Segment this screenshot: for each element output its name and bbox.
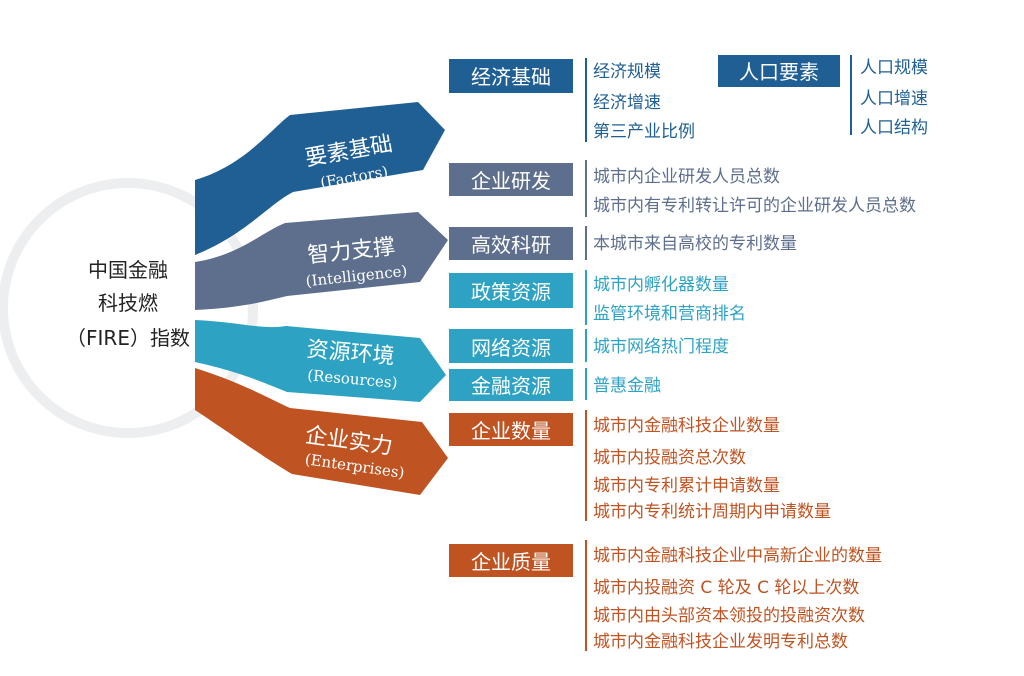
group-qual-box <box>449 544 573 577</box>
group-qty-box <box>449 413 573 446</box>
center-line-3: （FIRE）指数 <box>66 326 190 350</box>
group-policy-item: 监管环境和营商排名 <box>593 304 746 324</box>
group-net-item: 城市网络热门程度 <box>593 337 729 357</box>
group-sci-label: 高效科研 <box>471 233 551 257</box>
group-qual-item: 城市内金融科技企业发明专利总数 <box>593 632 848 652</box>
group-sci: 高效科研 本城市来自高校的专利数量 <box>449 226 797 260</box>
center-node: 中国金融 科技燃 （FIRE）指数 <box>0 178 258 438</box>
group-pop: 人口要素 人口规模 人口增速 人口结构 <box>718 55 928 138</box>
group-fin-box <box>449 369 573 401</box>
branch-resources-arrow <box>195 320 446 402</box>
group-qual-label: 企业质量 <box>471 550 551 574</box>
group-rd-item: 城市内企业研发人员总数 <box>593 167 780 187</box>
group-sci-item: 本城市来自高校的专利数量 <box>593 234 797 254</box>
group-policy: 政策资源 城市内孵化器数量 监管环境和营商排名 <box>449 270 746 325</box>
group-qty-item: 城市内投融资总次数 <box>593 448 746 468</box>
group-econ-item: 第三产业比例 <box>593 122 695 142</box>
branch-factors-arrow <box>195 102 445 255</box>
group-policy-item: 城市内孵化器数量 <box>593 275 729 295</box>
group-rd: 企业研发 城市内企业研发人员总数 城市内有专利转让许可的企业研发人员总数 <box>449 160 916 217</box>
group-qual: 企业质量 城市内金融科技企业中高新企业的数量 城市内投融资 C 轮及 C 轮以上… <box>449 540 882 652</box>
group-net-box <box>449 329 573 363</box>
group-fin: 金融资源 普惠金融 <box>449 368 661 401</box>
center-line-1: 中国金融 <box>88 258 168 282</box>
group-qty-item: 城市内专利累计申请数量 <box>593 476 780 496</box>
group-net-label: 网络资源 <box>471 336 551 360</box>
branch-enterprises-arrow <box>195 368 448 495</box>
group-econ: 经济基础 经济规模 经济增速 第三产业比例 <box>449 58 695 142</box>
group-qty: 企业数量 城市内金融科技企业数量 城市内投融资总次数 城市内专利累计申请数量 城… <box>449 410 831 522</box>
branch-resources: 资源环境 (Resources) <box>195 320 446 402</box>
group-pop-box <box>718 55 840 87</box>
group-qty-item: 城市内专利统计周期内申请数量 <box>593 502 831 522</box>
group-qual-item: 城市内金融科技企业中高新企业的数量 <box>593 546 882 566</box>
group-pop-item: 人口增速 <box>860 89 928 109</box>
group-sci-box <box>449 227 573 260</box>
group-econ-label: 经济基础 <box>471 65 551 89</box>
group-net: 网络资源 城市网络热门程度 <box>449 329 729 363</box>
group-pop-label: 人口要素 <box>739 60 819 84</box>
group-qual-item: 城市内由头部资本领投的投融资次数 <box>593 606 865 626</box>
group-fin-label: 金融资源 <box>471 374 551 398</box>
group-qual-item: 城市内投融资 C 轮及 C 轮以上次数 <box>593 578 859 598</box>
group-pop-item: 人口规模 <box>860 58 928 78</box>
group-policy-label: 政策资源 <box>471 280 551 304</box>
group-rd-box <box>449 163 573 196</box>
center-circle <box>8 188 248 428</box>
group-econ-box <box>449 59 573 93</box>
branch-intelligence: 智力支撑 (Intelligence) <box>195 212 448 310</box>
center-line-2: 科技燃 <box>98 291 158 315</box>
branch-enterprises: 企业实力 (Enterprises) <box>195 368 448 495</box>
group-fin-item: 普惠金融 <box>593 376 661 396</box>
group-pop-item: 人口结构 <box>860 118 928 138</box>
branch-intelligence-arrow <box>195 212 448 310</box>
group-rd-label: 企业研发 <box>471 169 551 193</box>
group-econ-item: 经济增速 <box>593 93 661 113</box>
group-qty-label: 企业数量 <box>471 419 551 443</box>
group-econ-item: 经济规模 <box>593 62 661 82</box>
group-policy-box <box>449 273 573 308</box>
group-qty-item: 城市内金融科技企业数量 <box>593 416 780 436</box>
group-rd-item: 城市内有专利转让许可的企业研发人员总数 <box>593 196 916 216</box>
